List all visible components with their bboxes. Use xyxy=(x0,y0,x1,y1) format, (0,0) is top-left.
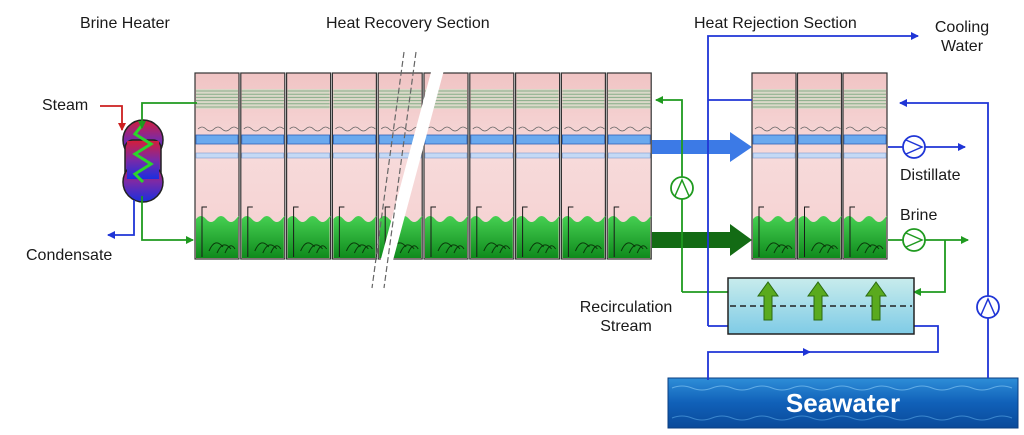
seawater-basin xyxy=(667,377,1019,429)
heat-rejection-stages xyxy=(751,72,888,260)
recovery-stage xyxy=(606,72,652,260)
condensate-line xyxy=(107,200,135,239)
rejection-stage xyxy=(751,72,797,260)
brine-heater-label: Brine Heater xyxy=(80,15,170,32)
brine-flow-arrow xyxy=(652,224,752,256)
recovery-stage xyxy=(194,72,240,260)
section-break xyxy=(371,51,448,289)
seawater-intake-line xyxy=(899,99,989,378)
steam-label: Steam xyxy=(42,97,89,114)
mixing-up-arrow-icon xyxy=(757,281,779,321)
mixing-up-arrow-icon xyxy=(865,281,887,321)
steam-line xyxy=(100,105,126,131)
brine-label: Brine xyxy=(900,207,938,224)
recirculation-pump-icon xyxy=(670,176,694,200)
cooling-water-line xyxy=(707,32,919,326)
recovery-stage xyxy=(240,72,286,260)
heated-brine-outlet-line xyxy=(141,196,194,244)
makeup-seawater-line xyxy=(707,325,939,380)
seawater-pump-icon xyxy=(976,295,1000,319)
recovery-stage xyxy=(560,72,607,260)
heat-recovery-stages xyxy=(194,72,652,260)
brine-heater xyxy=(122,119,164,203)
rejection-stage xyxy=(842,72,888,260)
recovery-stage xyxy=(331,72,377,260)
recovery-stage xyxy=(469,72,515,260)
recovery-stage xyxy=(286,72,332,260)
mixing-up-arrow-icon xyxy=(807,281,829,321)
heat-recovery-label: Heat Recovery Section xyxy=(326,15,490,32)
seawater-label: Seawater xyxy=(785,388,901,418)
brine-mixing-tank xyxy=(727,277,915,335)
distillate-label: Distillate xyxy=(900,167,961,184)
brine-pump-icon xyxy=(902,228,926,252)
distillate-flow-arrow xyxy=(652,132,752,162)
condensate-label: Condensate xyxy=(26,247,113,264)
brine-to-mixer-line xyxy=(913,240,946,296)
heated-brine-inlet-line xyxy=(138,102,197,129)
heat-rejection-label: Heat Rejection Section xyxy=(694,15,857,32)
recovery-stage xyxy=(514,72,561,260)
rejection-stage xyxy=(796,72,843,260)
distillate-pump-icon xyxy=(902,135,926,159)
recirculation-return-line xyxy=(655,96,683,292)
